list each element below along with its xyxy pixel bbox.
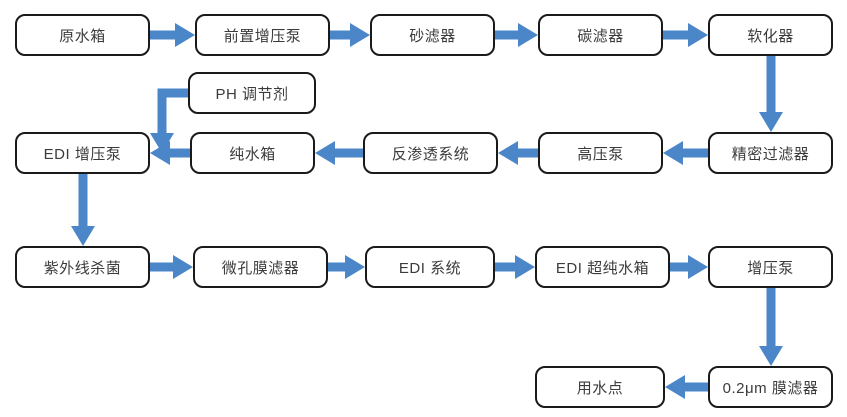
node-point-of-use[interactable]: 用水点	[535, 366, 665, 408]
arrow-precision-to-hp	[663, 141, 708, 165]
node-label-carbon-filter: 碳滤器	[577, 27, 624, 45]
node-label-pure-water-tank: 纯水箱	[229, 145, 276, 163]
node-label-sand-filter: 砂滤器	[409, 27, 456, 45]
arrow-raw-to-prepump	[150, 23, 195, 47]
node-label-edi-ultrapure-tank: EDI 超纯水箱	[555, 259, 650, 277]
node-micropore-filter[interactable]: 微孔膜滤器	[193, 246, 328, 288]
node-label-softener: 软化器	[747, 27, 794, 45]
node-label-membrane-filter-02um: 0.2μm 膜滤器	[722, 379, 819, 397]
arrow-hp-to-ro	[498, 141, 538, 165]
node-label-edi-system: EDI 系统	[398, 259, 462, 277]
node-label-ph-adjuster: PH 调节剂	[215, 85, 289, 103]
node-booster-pump[interactable]: 增压泵	[708, 246, 833, 288]
arrow-ro-to-puretank	[315, 141, 363, 165]
node-pre-booster-pump[interactable]: 前置增压泵	[195, 14, 330, 56]
arrow-membrane-to-pou	[665, 375, 708, 399]
arrow-softener-to-precision	[758, 56, 783, 132]
node-label-precision-filter: 精密过滤器	[731, 145, 810, 163]
arrow-sand-to-carbon	[495, 23, 538, 47]
node-label-ro-system: 反渗透系统	[391, 145, 470, 163]
arrow-carbon-to-softener	[663, 23, 708, 47]
node-sand-filter[interactable]: 砂滤器	[370, 14, 495, 56]
node-label-uv-sterilizer: 紫外线杀菌	[43, 259, 122, 277]
node-high-pressure-pump[interactable]: 高压泵	[538, 132, 663, 174]
node-carbon-filter[interactable]: 碳滤器	[538, 14, 663, 56]
node-uv-sterilizer[interactable]: 紫外线杀菌	[15, 246, 150, 288]
node-label-edi-booster-pump: EDI 增压泵	[43, 145, 122, 163]
arrow-editank-to-booster	[670, 255, 708, 279]
node-ph-adjuster[interactable]: PH 调节剂	[188, 72, 316, 114]
arrow-uv-to-micropore	[150, 255, 193, 279]
node-precision-filter[interactable]: 精密过滤器	[708, 132, 833, 174]
node-edi-ultrapure-tank[interactable]: EDI 超纯水箱	[535, 246, 670, 288]
node-label-high-pressure-pump: 高压泵	[577, 145, 624, 163]
node-label-point-of-use: 用水点	[576, 379, 624, 397]
arrow-micropore-to-edi	[328, 255, 365, 279]
node-ro-system[interactable]: 反渗透系统	[363, 132, 498, 174]
arrow-edi-to-ediTank	[495, 255, 535, 279]
node-label-booster-pump: 增压泵	[747, 259, 794, 277]
arrow-edipump-to-uv	[70, 174, 95, 246]
arrow-prepump-to-sand	[330, 23, 370, 47]
node-pure-water-tank[interactable]: 纯水箱	[190, 132, 315, 174]
node-edi-system[interactable]: EDI 系统	[365, 246, 495, 288]
node-label-micropore-filter: 微孔膜滤器	[221, 259, 300, 277]
node-label-raw-water-tank: 原水箱	[59, 27, 106, 45]
node-label-pre-booster-pump: 前置增压泵	[223, 27, 302, 45]
node-softener[interactable]: 软化器	[708, 14, 833, 56]
node-membrane-filter-02um[interactable]: 0.2μm 膜滤器	[708, 366, 833, 408]
node-raw-water-tank[interactable]: 原水箱	[15, 14, 150, 56]
arrow-ph-to-puretank	[146, 77, 204, 169]
arrow-booster-to-membrane	[758, 288, 783, 366]
node-edi-booster-pump[interactable]: EDI 增压泵	[15, 132, 150, 174]
